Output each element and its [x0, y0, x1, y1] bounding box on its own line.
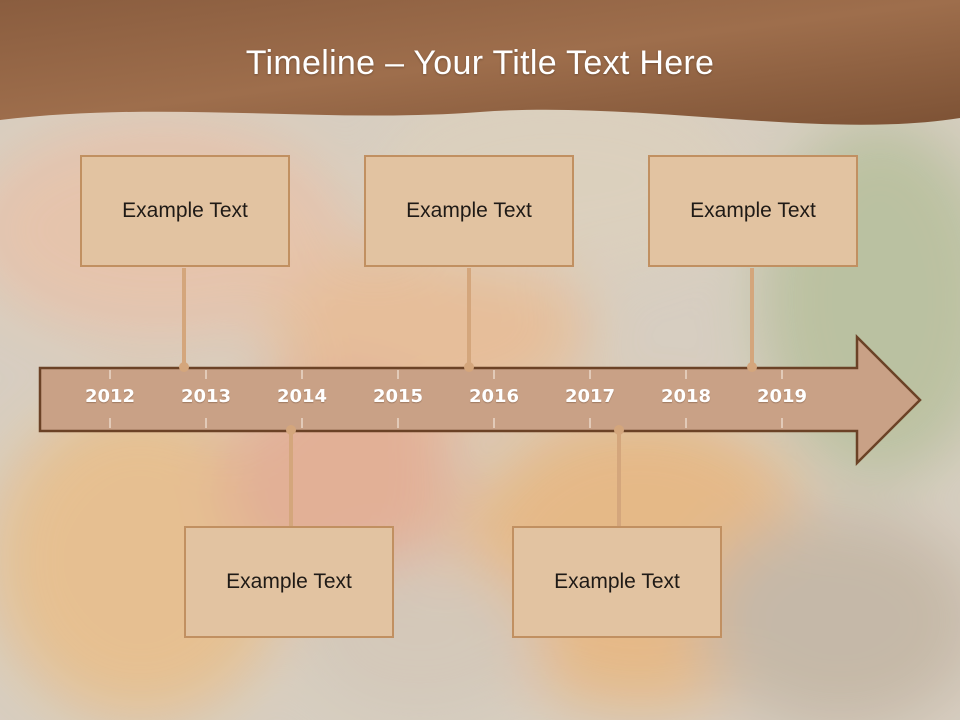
timeline-event-box[interactable]: Example Text [648, 155, 858, 267]
event-text: Example Text [690, 199, 816, 222]
event-text: Example Text [554, 570, 680, 593]
connector-dot [286, 425, 296, 435]
timeline-arrow [38, 333, 922, 467]
header-band [0, 0, 960, 125]
slide-title[interactable]: Timeline – Your Title Text Here [245, 44, 715, 82]
year-label: 2012 [84, 386, 136, 407]
year-label: 2015 [372, 386, 424, 407]
timeline-event-box[interactable]: Example Text [80, 155, 290, 267]
tick-marks [109, 370, 783, 428]
connector-dot [464, 362, 474, 372]
year-label: 2019 [756, 386, 808, 407]
connector-dot [614, 425, 624, 435]
timeline-event-box[interactable]: Example Text [184, 526, 394, 638]
timeline-event-box[interactable]: Example Text [512, 526, 722, 638]
year-label: 2017 [564, 386, 616, 407]
timeline-event-box[interactable]: Example Text [364, 155, 574, 267]
year-label: 2018 [660, 386, 712, 407]
connector-dot [747, 362, 757, 372]
event-text: Example Text [406, 199, 532, 222]
event-text: Example Text [226, 570, 352, 593]
connector-dot [179, 362, 189, 372]
year-label: 2013 [180, 386, 232, 407]
year-label: 2016 [468, 386, 520, 407]
event-text: Example Text [122, 199, 248, 222]
year-label: 2014 [276, 386, 328, 407]
